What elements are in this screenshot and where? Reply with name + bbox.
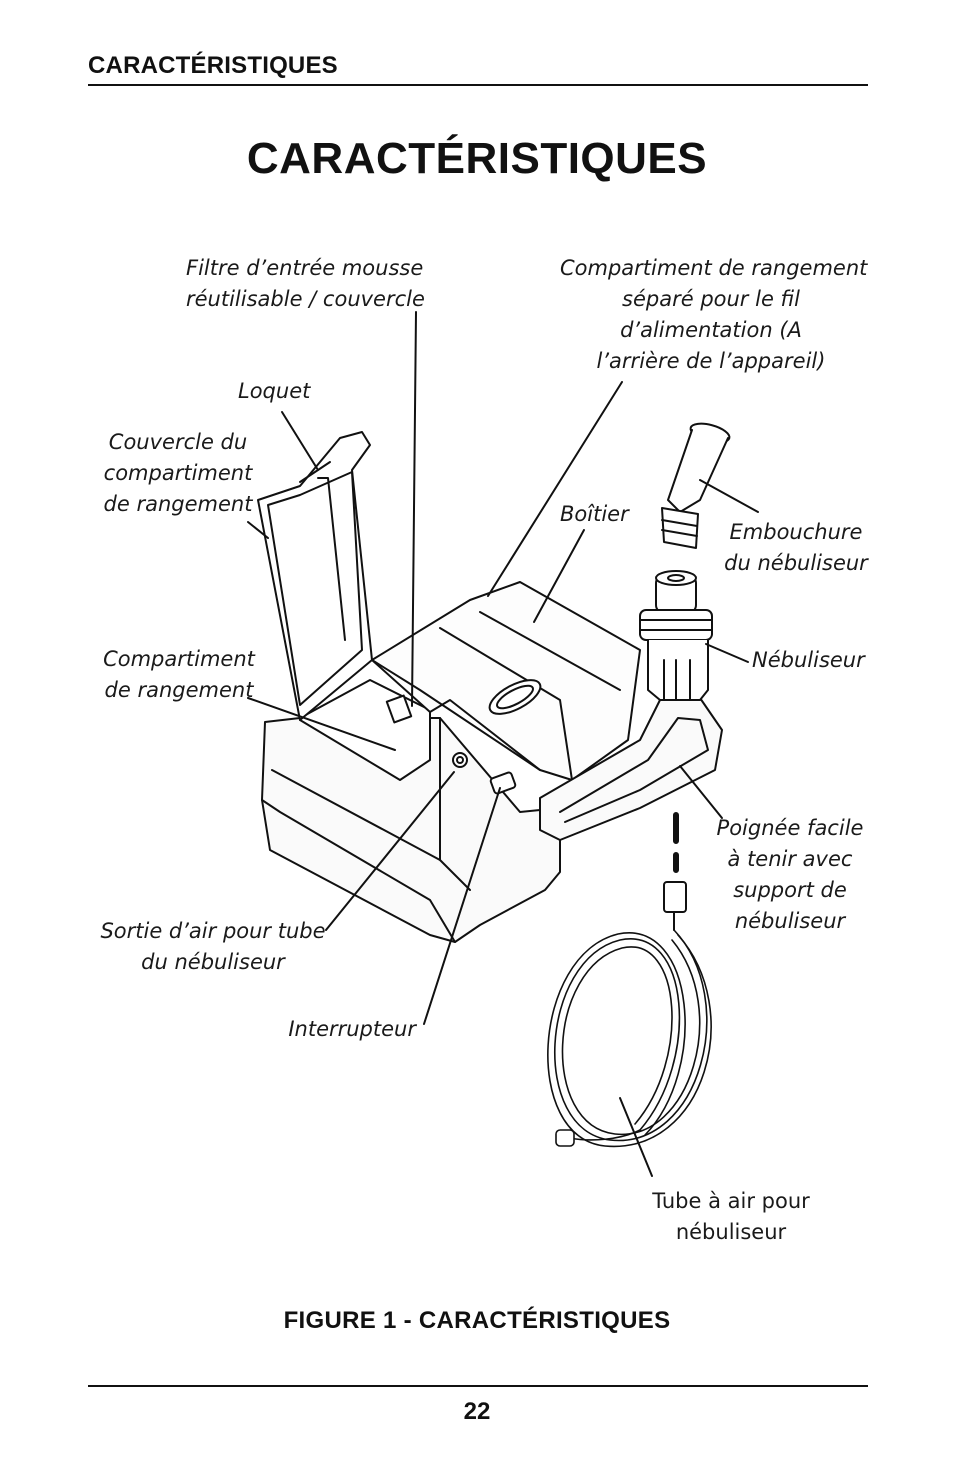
nebulizer-cup bbox=[639, 570, 713, 701]
label-boitier: Boîtier bbox=[560, 502, 629, 526]
page-number: 22 bbox=[463, 1398, 491, 1425]
figure-caption: FIGURE 1 - CARACTÉRISTIQUES bbox=[283, 1307, 671, 1334]
footer-rule bbox=[88, 1385, 868, 1387]
leader-lines bbox=[247, 311, 759, 1177]
mouthpiece bbox=[661, 422, 731, 549]
page-title: CARACTÉRISTIQUES bbox=[246, 134, 708, 183]
storage-lid bbox=[257, 431, 373, 721]
air-tube bbox=[547, 929, 712, 1147]
label-loquet: Loquet bbox=[238, 379, 311, 403]
label-interrupteur: Interrupteur bbox=[288, 1017, 416, 1041]
label-nebuliseur: Nébuliseur bbox=[752, 648, 865, 672]
compressor-housing bbox=[371, 581, 641, 781]
header-rule bbox=[88, 84, 868, 86]
running-header: CARACTÉRISTIQUES bbox=[88, 52, 338, 79]
